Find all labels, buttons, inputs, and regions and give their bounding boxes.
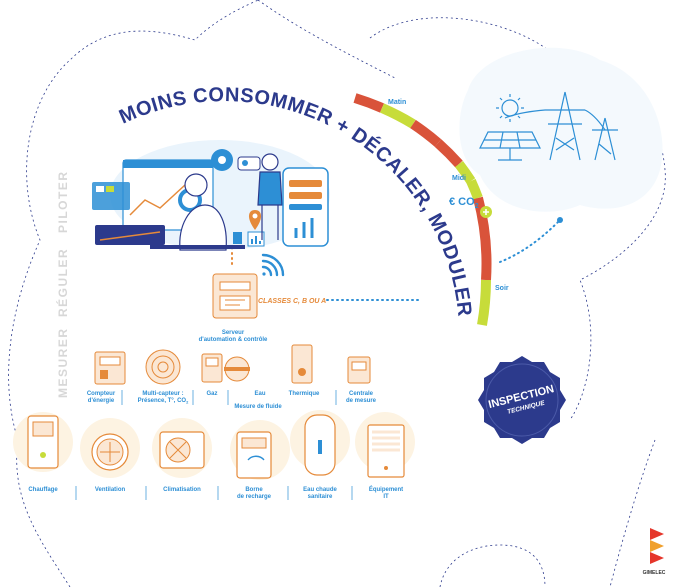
toggle-bubble: [237, 156, 261, 171]
layer-label-pilot: PILOTER: [56, 170, 70, 233]
fluid-caption: Mesure de fluide: [234, 404, 282, 410]
water-meter-icon: [224, 356, 250, 382]
ventilation-icon: [91, 433, 129, 471]
connector-end-dot: [557, 217, 563, 223]
server-label-line1: Serveur: [222, 330, 245, 336]
equipment-label-4-line1: Eau chaude: [303, 487, 337, 493]
laptop-base: [95, 225, 165, 245]
server-icon: [212, 273, 258, 319]
equipment-label-5-line2: IT: [383, 494, 389, 500]
sensor-label-4: Thermique: [289, 391, 320, 397]
time-arc: [353, 93, 492, 326]
person-seated: [179, 173, 227, 251]
measure-separators: [121, 390, 337, 405]
layer-label-regulate: RÉGULER: [55, 248, 70, 317]
equipment-label-3-line1: Borne: [245, 487, 263, 493]
gas-meter-icon: [201, 353, 223, 383]
measurement-center-icon: [347, 356, 371, 384]
gimelec-logo: GIMELEC: [643, 528, 666, 576]
time-label-noon: Midi: [452, 175, 466, 182]
air-conditioning-icon: [159, 431, 205, 469]
location-pin-icon: [248, 210, 262, 230]
layer-label-measure: MESURER: [56, 327, 70, 398]
energy-meter-icon: [94, 351, 126, 385]
energy-zone-blob: [459, 47, 663, 212]
time-label-morning: Matin: [388, 99, 406, 106]
sensor-label-2: Gaz: [206, 391, 217, 397]
classes-label: CLASSES C, B OU A: [258, 298, 326, 305]
wifi-icon: [261, 253, 285, 277]
equipment-label-2: Climatisation: [163, 487, 201, 493]
person-standing: [257, 153, 283, 240]
equipment-label-5-line1: Équipement: [369, 485, 403, 493]
connector-dots-right: [499, 221, 559, 263]
it-equipment-icon: [367, 424, 405, 478]
sensor-label-1-line2: Présence, T°, CO2: [138, 398, 189, 405]
equipment-label-4-line2: sanitaire: [308, 494, 333, 500]
server-label-line2: d'automation & contrôle: [199, 337, 268, 343]
sensor-label-0-line1: Compteur: [87, 391, 116, 397]
solar-panel-icon: [479, 131, 541, 161]
gear-icon: [211, 149, 233, 171]
sensor-label-5-line2: de mesure: [346, 398, 377, 404]
price-co2-label: € CO2: [449, 196, 479, 210]
water-heater-icon: [304, 414, 336, 476]
charging-station-icon: [236, 431, 272, 479]
boiler-icon: [27, 415, 59, 469]
inspection-badge: INSPECTION TECHNIQUE: [478, 356, 566, 444]
right-cloud-outline: [369, 17, 666, 421]
sensor-label-1-line1: Multi-capteur :: [142, 391, 183, 397]
sensor-label-3: Eau: [254, 391, 265, 397]
thermal-meter-icon: [291, 344, 313, 384]
equipment-separators: [75, 486, 353, 500]
sensor-label-5-line1: Centrale: [349, 391, 374, 397]
mug-icon: [233, 232, 242, 244]
equipment-label-1: Ventilation: [95, 487, 126, 493]
logo-wordmark: GIMELEC: [643, 570, 666, 576]
pylon-icon: [504, 91, 618, 161]
right-bottom-dashes: [609, 439, 656, 587]
equipment-label-3-line2: de recharge: [237, 494, 272, 500]
pilot-illustration: [92, 140, 330, 251]
multi-sensor-icon: [145, 349, 181, 385]
sensor-label-0-line2: d'énergie: [88, 398, 115, 404]
plus-icon: [480, 206, 492, 218]
equipment-label-0: Chauffage: [28, 487, 58, 493]
bottom-cloud-outline: [439, 544, 546, 587]
time-label-evening: Soir: [495, 285, 509, 292]
desk: [150, 245, 245, 249]
